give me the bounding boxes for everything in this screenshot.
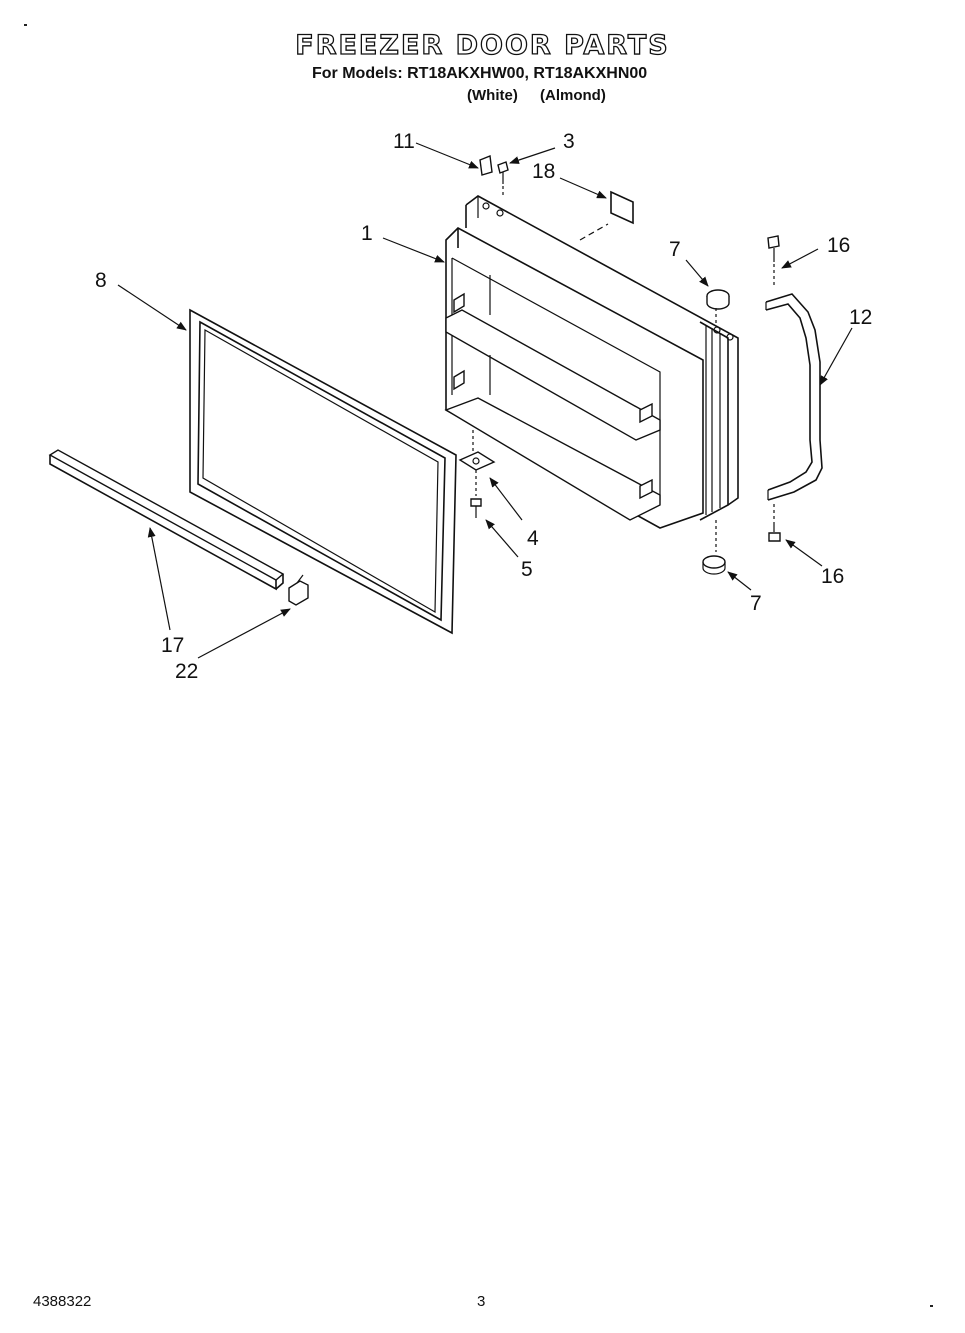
leader-lines [117,142,853,659]
door-panel-drawing [444,195,739,529]
callout-8: 8 [95,269,107,292]
variant-white: (White) [467,87,518,104]
callout-12: 12 [849,306,872,329]
callout-16-bottom: 16 [821,565,844,588]
variant-almond: (Almond) [540,87,606,104]
callout-7-top: 7 [669,238,681,261]
label-drawing [579,190,634,241]
callout-3: 3 [563,130,575,153]
trim-strip-drawing [48,449,285,591]
end-cap-drawing [288,574,309,606]
scan-speck [930,1305,933,1307]
callout-17: 17 [161,634,184,657]
hinge-bracket-drawing [458,430,496,518]
callout-16-top: 16 [827,234,850,257]
callout-22: 22 [175,660,198,683]
callout-5: 5 [521,558,533,581]
callout-7-bottom: 7 [750,592,762,615]
callout-11: 11 [393,130,415,153]
page-number: 3 [477,1293,486,1310]
callout-1: 1 [361,222,373,245]
door-gasket-drawing [189,308,457,635]
plug-and-screw-drawing [479,155,509,196]
model-numbers: For Models: RT18AKXHW00, RT18AKXHN00 [312,65,648,82]
callout-18: 18 [532,160,555,183]
document-number: 4388322 [33,1293,92,1310]
callout-4: 4 [527,527,539,550]
door-handle-drawing [765,235,823,542]
scan-speck [24,24,27,26]
page-title: FREEZER DOOR PARTS [295,29,670,61]
color-variants: (White) (Almond) [467,87,624,104]
callout-labels: 11 3 18 1 8 7 16 12 4 5 16 7 17 22 [95,130,872,683]
hinge-cap-drawing [702,289,730,575]
